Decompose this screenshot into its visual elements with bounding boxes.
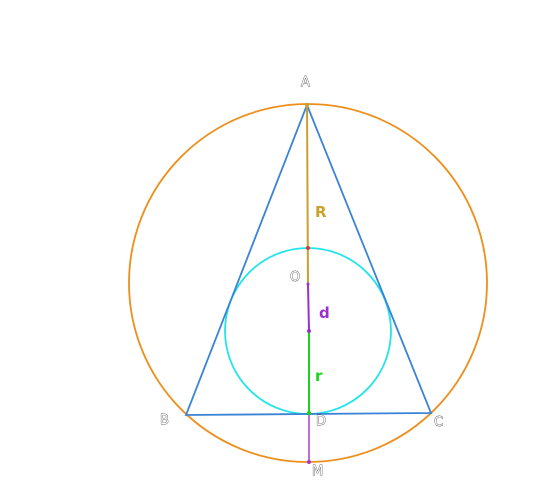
incircle-top-marker	[306, 246, 310, 250]
segment-r-circumradius	[306, 104, 309, 285]
incenter-marker	[307, 329, 311, 333]
label-point-m: M	[312, 464, 323, 479]
point-d-marker	[307, 411, 311, 415]
label-segment-r-inradius: r	[315, 367, 323, 385]
label-point-c: C	[434, 415, 443, 430]
point-a-marker	[305, 103, 309, 107]
point-o-marker	[306, 282, 310, 286]
label-point-d: D	[316, 414, 326, 429]
label-point-o: O	[290, 270, 300, 285]
label-point-a: A	[301, 75, 310, 90]
point-m-marker	[307, 460, 311, 464]
label-segment-r-circumradius: R	[315, 203, 327, 221]
label-point-b: B	[160, 413, 169, 428]
segment-d-distance	[307, 283, 310, 332]
label-segment-d: d	[319, 304, 330, 322]
